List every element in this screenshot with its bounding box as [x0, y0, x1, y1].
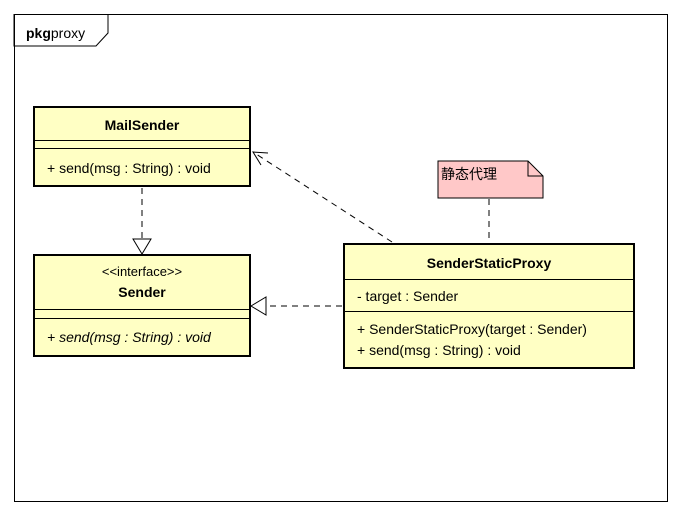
operation-send: + send(msg : String) : void [47, 160, 211, 176]
operations-compartment: + SenderStaticProxy(target : Sender) + s… [345, 312, 633, 361]
class-mailsender[interactable]: MailSender + send(msg : String) : void [33, 106, 251, 187]
note-shape [437, 160, 544, 199]
class-senderstaticproxy[interactable]: SenderStaticProxy - target : Sender + Se… [343, 243, 635, 369]
class-name: SenderStaticProxy [426, 255, 552, 271]
package-tab [13, 14, 109, 47]
dependency-arrowhead [252, 151, 269, 166]
package-keyword: pkg [26, 25, 51, 41]
class-header: SenderStaticProxy [345, 245, 633, 280]
interface-sender[interactable]: <<interface>> Sender + send(msg : String… [33, 254, 251, 357]
attribute-target: - target : Sender [357, 288, 459, 304]
operations-compartment: + send(msg : String) : void [35, 319, 249, 348]
realization-arrowhead-side [250, 296, 267, 316]
package-frame [14, 14, 668, 502]
package-name: proxy [50, 25, 86, 41]
class-name: Sender [118, 284, 166, 300]
attributes-compartment [35, 141, 249, 149]
dependency-proxy-mailsender [252, 151, 393, 243]
stereotype-label: <<interface>> [101, 264, 183, 279]
note-fold [527, 161, 543, 177]
operation-send: + send(msg : String) : void [47, 329, 211, 345]
note-text: 静态代理 [441, 166, 497, 182]
operation-send: + send(msg : String) : void [357, 342, 521, 358]
class-header: <<interface>> Sender [35, 256, 249, 310]
attributes-compartment [35, 310, 249, 319]
realization-arrowhead-top [132, 238, 152, 255]
operations-compartment: + send(msg : String) : void [35, 149, 249, 179]
attributes-compartment: - target : Sender [345, 280, 633, 312]
class-header: MailSender [35, 108, 249, 141]
operation-constructor: + SenderStaticProxy(target : Sender) [357, 321, 587, 337]
package-label: pkgproxy [26, 24, 85, 42]
class-name: MailSender [104, 117, 180, 133]
